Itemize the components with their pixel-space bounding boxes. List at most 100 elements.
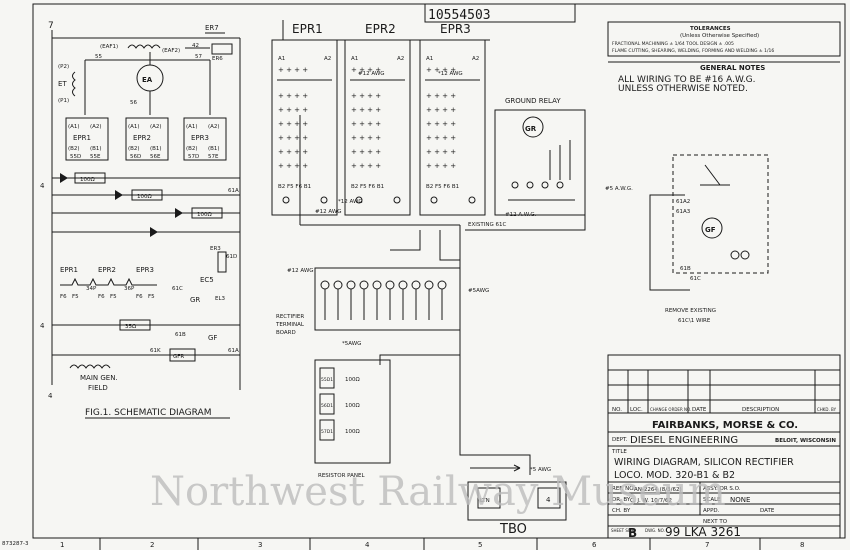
gfr-coil (169, 348, 196, 362)
field-label: ASSY. OR S.O. (703, 486, 741, 492)
terminal-label: (A1) (186, 124, 198, 130)
epr-coil (65, 117, 109, 161)
watermark: Northwest Railway Museum (150, 469, 726, 515)
diode (150, 227, 158, 237)
grid-number: 4 (365, 541, 370, 549)
terminal-stud (430, 196, 438, 204)
terminal-label: (B1) (90, 146, 102, 152)
terminal-stud (385, 280, 395, 290)
terminal-stud (333, 280, 343, 290)
terminal-label: B2 F5 F6 B1 (278, 184, 311, 190)
resistor (191, 207, 223, 219)
terminal-stud (437, 280, 447, 290)
wire-size-label: #5AWG (468, 288, 489, 294)
field-label: DEPT. (612, 437, 628, 443)
gr-symbol-label: GR (525, 125, 537, 133)
terminal-label: F5 (72, 294, 79, 300)
terminal-marks: + + + + (351, 66, 381, 74)
wire-label: 61C (172, 286, 183, 292)
contact-marks: + + + + (426, 134, 456, 142)
terminal-label: (A2) (150, 124, 162, 130)
wire-label: 55E (90, 154, 101, 160)
tolerance-row: FLAME CUTTING, SHEARING, WELDING, FORMIN… (612, 48, 774, 54)
field-label: TITLE (611, 449, 627, 455)
resistor-value: 100Ω (80, 177, 95, 183)
dwg-number-value: 99 LKA 3261 (665, 525, 741, 539)
terminal-label: 4 (546, 496, 551, 504)
terminal-stud (398, 280, 408, 290)
relay-label: ER3 (210, 246, 221, 252)
resistor (119, 319, 151, 331)
terminal-stud (411, 280, 421, 290)
terminal-stud (468, 196, 476, 204)
wire-size-label: #12 AWG (315, 209, 342, 215)
terminal-label: (A2) (208, 124, 220, 130)
wire-size-label: *12 AWG (338, 199, 363, 205)
board-label: BOARD (276, 330, 296, 336)
wire-label: 4 (40, 182, 45, 190)
wire-label: 36P (124, 286, 135, 292)
epr-coil (183, 117, 227, 161)
contact-marks: + + + + (426, 120, 456, 128)
terminal-label: (B2) (186, 146, 198, 152)
transformer-label: ET (58, 80, 67, 88)
wire-label: 55D (70, 154, 81, 160)
wire-label: (P2) (58, 64, 69, 70)
wire-size-label: *5 AWG (530, 467, 551, 473)
grid-number: 8 (800, 541, 804, 549)
panel-title: EPR1 (292, 22, 323, 36)
panel-outline (344, 39, 411, 216)
terminal-stud (282, 196, 290, 204)
coil-label: EPR2 (133, 134, 151, 142)
grid-number: 1 (60, 541, 64, 549)
contact-marks: + + + + (351, 134, 381, 142)
tolerances-subtitle: (Unless Otherwise Specified) (680, 33, 759, 39)
terminal-label: A2 (472, 56, 479, 62)
wire-label: 4 (48, 392, 53, 400)
contact-marks: + + + + (278, 148, 308, 156)
title-line: LOCO. MOD. 320-B1 & B2 (614, 470, 735, 481)
terminal-label: (A1) (128, 124, 140, 130)
wire-label: 56D (130, 154, 141, 160)
terminal-stud (372, 280, 382, 290)
contact-label: EPR1 (60, 266, 78, 274)
field-label: SCALE (703, 497, 721, 503)
resistor-value: 35Ω (125, 324, 136, 330)
contact-marks: + + + + (426, 92, 456, 100)
field-label: APPD. (703, 508, 720, 514)
contact-marks: + + + + (426, 148, 456, 156)
general-notes-title: GENERAL NOTES (700, 64, 765, 72)
terminal-label: LTN (480, 498, 490, 504)
terminal-stud (359, 280, 369, 290)
terminal-stud (355, 196, 363, 204)
diode (115, 190, 123, 200)
wire-label: 61D (226, 254, 237, 260)
terminal-stud (320, 196, 328, 204)
wire-label: 61A2 (676, 199, 690, 205)
coil-label: EPR3 (191, 134, 209, 142)
terminal-stud (346, 280, 356, 290)
field-label: DATE (760, 508, 775, 514)
contact-marks: + + + + (351, 148, 381, 156)
diode (175, 208, 183, 218)
epr-coil (125, 117, 169, 161)
grid-number: 6 (592, 541, 597, 549)
contact-marks: + + + + (351, 92, 381, 100)
wire-label: 57D (188, 154, 199, 160)
wire-label: 55 (95, 54, 102, 60)
resistor (74, 172, 106, 184)
terminal-stud (393, 196, 401, 204)
wire-label: (EAF1) (100, 44, 118, 50)
gr-symbol (522, 116, 544, 138)
wire-size-label: *5AWG (342, 341, 361, 347)
exciter-label: EA (142, 76, 153, 84)
terminal-label: (B1) (208, 146, 220, 152)
terminal-label: A2 (324, 56, 331, 62)
tbo-terminal-block: LTN 4 TBO (467, 481, 567, 537)
wire-label: 57E (208, 154, 219, 160)
wire-label: 57 (195, 54, 202, 60)
wire-label: (EAF2) (162, 48, 180, 54)
grid-number: 7 (705, 541, 709, 549)
ground-relay-label: GROUND RELAY (505, 97, 561, 105)
